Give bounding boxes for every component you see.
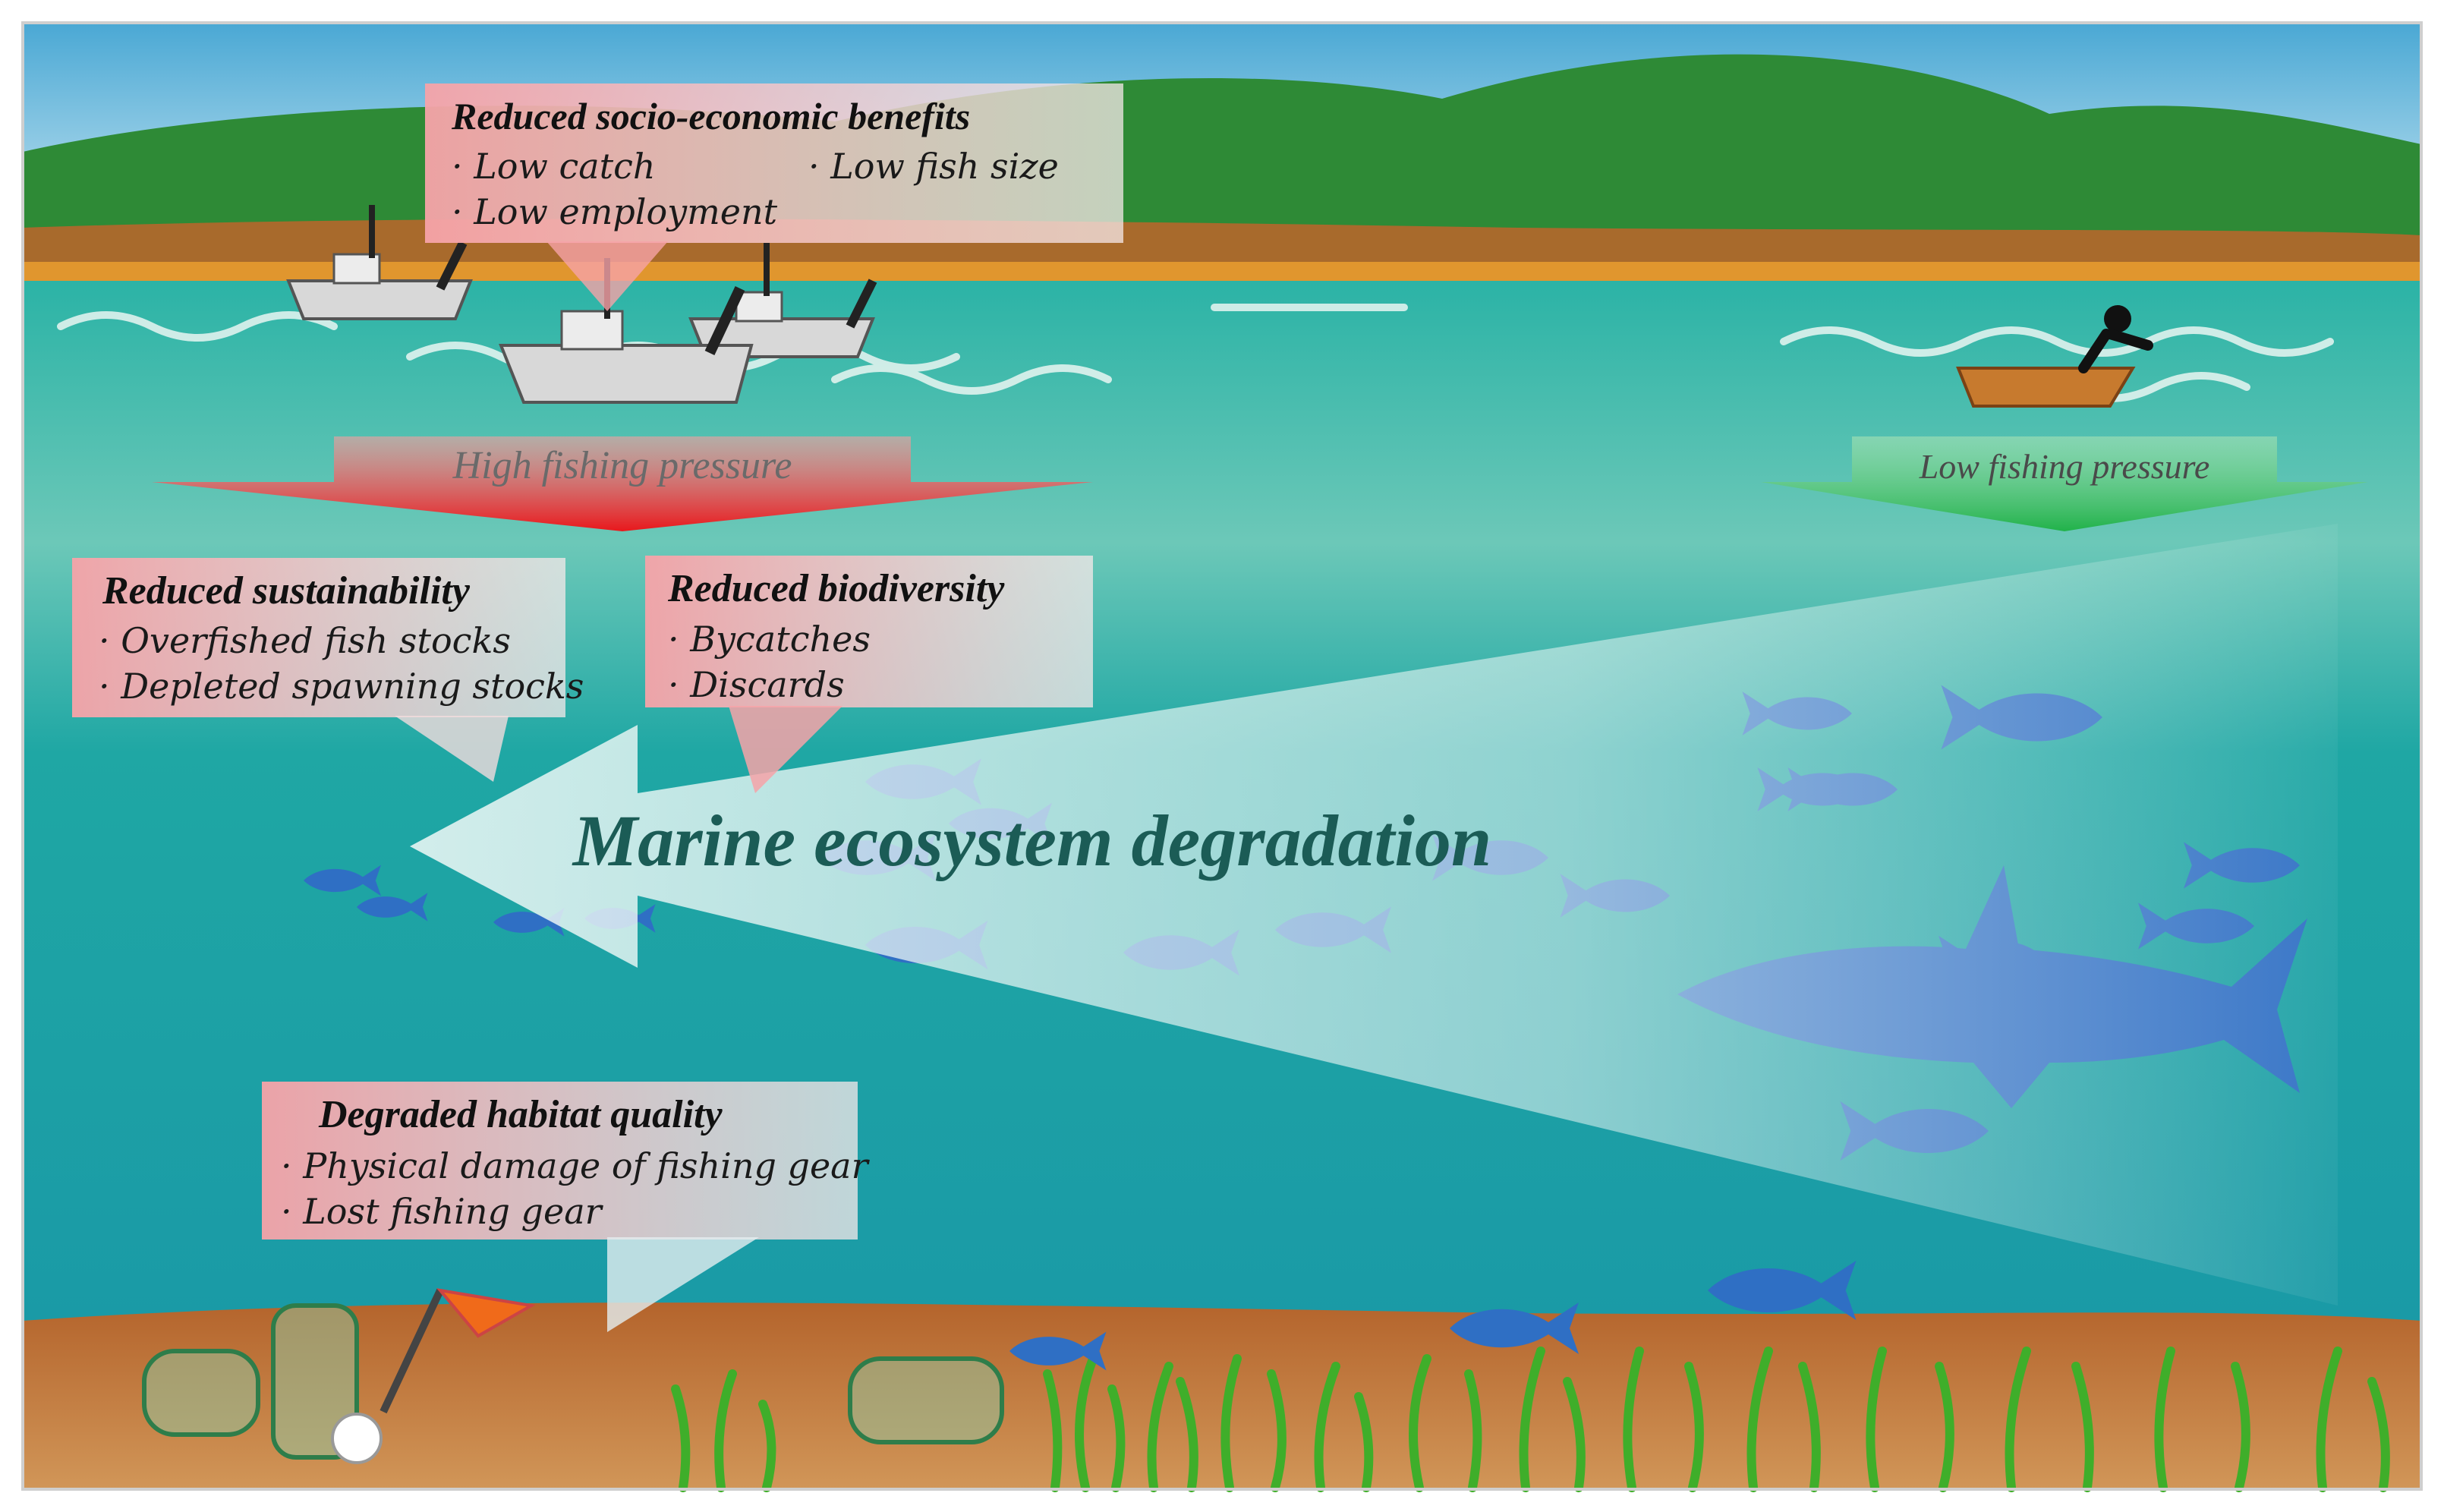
socio-item-1: · Low catch (452, 146, 656, 187)
seabed (23, 1303, 2421, 1489)
trawler-boat-main (499, 258, 754, 404)
low-pressure-arrow: Low fishing pressure (1761, 436, 2368, 531)
high-pressure-label: High fishing pressure (452, 444, 792, 487)
box-habitat: Degraded habitat quality · Physical dama… (262, 1082, 871, 1332)
frame-border (21, 21, 2423, 1491)
socio-title: Reduced socio-economic benefits (451, 95, 970, 137)
biodiv-title: Reduced biodiversity (667, 567, 1005, 610)
socio-item-3: · Low fish size (808, 146, 1059, 187)
main-title: Marine ecosystem degradation (572, 800, 1492, 881)
biodiv-item-2: · Discards (668, 664, 845, 705)
small-boat-fisher (1956, 305, 2153, 408)
trawler-boat-left (286, 205, 473, 320)
sustain-item-2: · Depleted spawning stocks (99, 666, 584, 707)
sustain-item-1: · Overfished fish stocks (99, 620, 511, 661)
degradation-beam-arrow (410, 524, 2338, 1306)
seagrass (671, 1347, 2390, 1492)
low-pressure-label: Low fishing pressure (1919, 447, 2210, 486)
box-biodiversity: Reduced biodiversity · Bycatches · Disca… (645, 556, 1093, 793)
high-pressure-arrow: High fishing pressure (152, 436, 1093, 531)
socio-item-2: · Low employment (452, 191, 778, 232)
biodiv-item-1: · Bycatches (668, 619, 871, 660)
habitat-item-2: · Lost fishing gear (281, 1191, 604, 1232)
lost-fishing-gear (142, 1288, 1004, 1464)
habitat-title: Degraded habitat quality (318, 1093, 723, 1136)
habitat-item-1: · Physical damage of fishing gear (281, 1145, 871, 1186)
box-socio-economic: Reduced socio-economic benefits · Low ca… (425, 83, 1123, 311)
box-sustainability: Reduced sustainability · Overfished fish… (72, 558, 584, 782)
sustain-title: Reduced sustainability (102, 569, 471, 613)
